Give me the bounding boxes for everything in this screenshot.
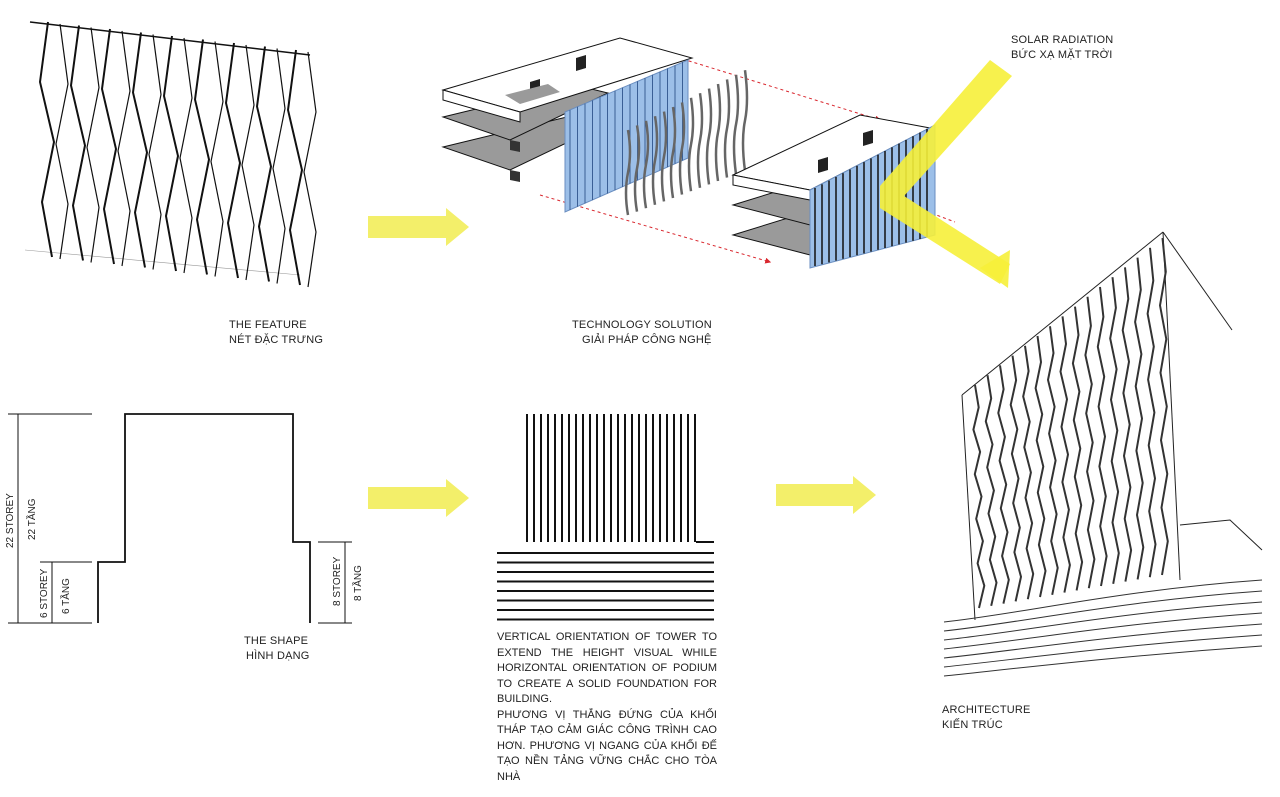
sketch-fin <box>193 39 211 275</box>
louvre-fin <box>651 115 659 206</box>
glass-panel-left <box>564 59 689 213</box>
architecture-sketch <box>943 231 1263 677</box>
facade-fin-stroke <box>984 375 998 607</box>
facade-fin-stroke <box>1022 345 1035 600</box>
flow-arrow-icon <box>776 476 876 514</box>
orientation-diagram <box>497 414 714 621</box>
facade-fin-stroke <box>972 384 986 609</box>
sketch-guide-line <box>24 249 301 276</box>
shape-caption-vi: HÌNH DẠNG <box>246 650 310 662</box>
sketch-fin <box>255 46 273 282</box>
sketch-fin <box>131 32 149 268</box>
feature-caption: THE FEATURE NÉT ĐẶC TRƯNG <box>229 318 323 348</box>
feature-caption-vi: NÉT ĐẶC TRƯNG <box>229 334 324 346</box>
louvre-fin <box>642 120 650 209</box>
facade-fin-stroke <box>1059 316 1071 593</box>
flow-dashed-lines <box>539 51 956 264</box>
sketch-fin <box>162 35 180 272</box>
louvre-fin <box>678 102 686 195</box>
facade-fin-stroke <box>1009 355 1023 602</box>
flow-arrow-icon <box>368 208 469 246</box>
facade-fin-stroke <box>1146 247 1157 578</box>
facade-fin-stroke <box>1071 306 1084 591</box>
sketch-fin <box>100 28 118 265</box>
sketch-fin <box>38 21 56 258</box>
facade-fin-stroke <box>1096 286 1108 587</box>
louvre-fin <box>714 83 722 182</box>
louvre-fin <box>732 74 740 175</box>
technology-caption-en: TECHNOLOGY SOLUTION <box>572 319 712 331</box>
podium-right-dimension-vi: 8 TẦNG <box>351 565 364 601</box>
solar-caption-en: SOLAR RADIATION <box>1011 34 1114 46</box>
solar-ray-arrow-icon <box>880 60 1012 288</box>
louvre-fin <box>723 79 731 178</box>
architecture-caption-vi: KIẾN TRÚC <box>942 719 1003 731</box>
feature-caption-en: THE FEATURE <box>229 319 307 331</box>
facade-fin-stroke <box>1134 257 1145 580</box>
sketch-fin <box>210 41 224 277</box>
sketch-fin <box>55 23 69 260</box>
louvre-fin <box>660 111 668 202</box>
louvre-fin <box>633 125 641 212</box>
architecture-caption-en: ARCHITECTURE <box>942 704 1031 716</box>
sketch-fin <box>69 25 87 261</box>
facade-fin-stroke <box>997 365 1010 604</box>
podium-sketch-line <box>943 645 1263 677</box>
sketch-fin <box>117 30 131 267</box>
louvre-fin <box>696 93 704 188</box>
louvre-fins <box>624 70 749 216</box>
orientation-description: VERTICAL ORIENTATION OF TOWER TO EXTEND … <box>497 630 717 785</box>
podium-left-dimension-en: 6 STOREY <box>39 568 50 618</box>
podium-right-dimension-en: 8 STOREY <box>332 556 343 606</box>
technology-diagram <box>441 37 956 269</box>
podium-sketch-line <box>943 579 1263 623</box>
tower-dimension-vi: 22 TẦNG <box>25 498 38 540</box>
louvre-fin <box>687 97 695 192</box>
podium-sketch-line <box>943 601 1263 641</box>
facade-fin-stroke <box>1034 335 1047 598</box>
sketch-fin <box>286 49 304 286</box>
podium-sketch-line <box>943 590 1263 632</box>
facade-fin-stroke <box>1084 296 1096 589</box>
technology-caption: TECHNOLOGY SOLUTION GIẢI PHÁP CÔNG NGHỆ <box>572 318 712 348</box>
louvre-fin <box>705 88 713 185</box>
louvre-fin <box>741 70 749 171</box>
louvre-fin <box>624 129 632 216</box>
solar-caption-vi: BỨC XẠ MẶT TRỜI <box>1011 49 1113 61</box>
flow-arrow-icon <box>368 479 469 517</box>
facade-fin-stroke <box>1046 326 1059 596</box>
podium-left-dimension-vi: 6 TẦNG <box>59 578 72 614</box>
sketch-fin <box>303 51 317 288</box>
shape-outline <box>97 413 311 623</box>
shape-caption: THE SHAPE HÌNH DẠNG <box>244 634 310 664</box>
shape-caption-en: THE SHAPE <box>244 635 309 647</box>
facade-fin-stroke <box>1109 277 1120 584</box>
sketch-fin <box>86 27 100 263</box>
orientation-description-vi: PHƯƠNG VỊ THẲNG ĐỨNG CỦA KHỐI THÁP TẠO C… <box>497 708 717 783</box>
sketch-fin <box>148 34 162 270</box>
facade-fin-stroke <box>1121 267 1133 582</box>
architecture-caption: ARCHITECTURE KIẾN TRÚC <box>942 703 1031 733</box>
sketch-fin <box>272 48 286 284</box>
sketch-fin <box>179 37 193 274</box>
technology-caption-vi: GIẢI PHÁP CÔNG NGHỆ <box>582 334 712 346</box>
feature-sketch <box>24 21 317 288</box>
orientation-description-en: VERTICAL ORIENTATION OF TOWER TO EXTEND … <box>497 631 717 705</box>
facade-fin-stroke <box>1158 237 1169 576</box>
sketch-fin <box>241 44 255 281</box>
sketch-top-rail <box>29 21 311 56</box>
solar-caption: SOLAR RADIATION BỨC XẠ MẶT TRỜI <box>1011 33 1113 63</box>
podium-sketch-line <box>943 623 1263 659</box>
podium-sketch-line <box>943 634 1263 668</box>
louvre-fin <box>669 106 677 199</box>
tower-dimension-en: 22 STOREY <box>5 493 16 548</box>
sketch-fin <box>224 42 242 279</box>
shape-dimensions <box>8 413 352 624</box>
podium-sketch-line <box>943 612 1263 650</box>
